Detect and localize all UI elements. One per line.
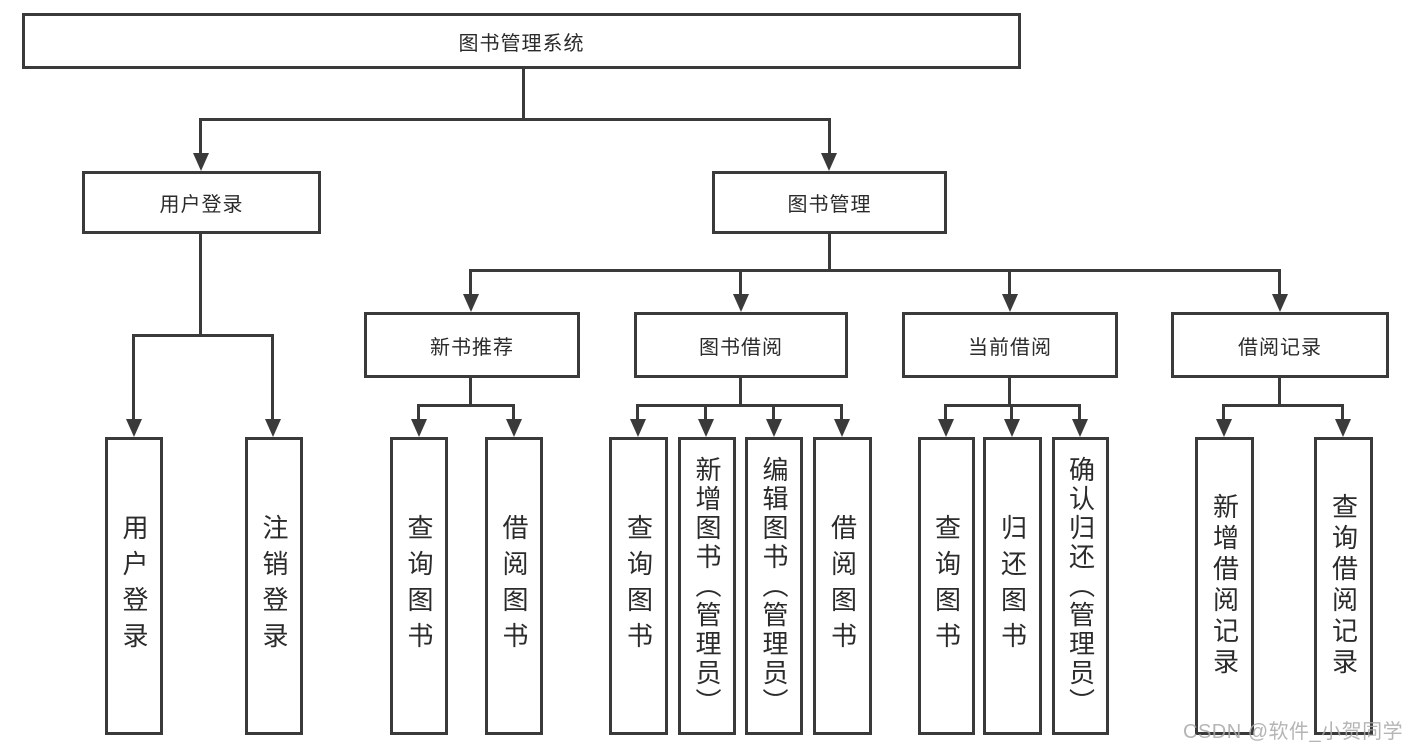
arrowhead xyxy=(1002,294,1018,312)
arrowhead xyxy=(821,153,837,171)
connector-line xyxy=(271,334,274,421)
connector-line xyxy=(1008,378,1011,407)
leaf-query-books-recommend: 查询图书 xyxy=(390,437,448,735)
arrowhead xyxy=(1004,419,1020,437)
node-label: 查询图书 xyxy=(404,514,434,658)
connector-line xyxy=(417,404,420,422)
node-label: 图书管理系统 xyxy=(458,32,585,55)
connector-line xyxy=(1341,404,1344,422)
arrowhead xyxy=(1072,419,1088,437)
node-label: 用户登录 xyxy=(159,194,244,216)
connector-line xyxy=(417,404,515,407)
node-root: 图书管理系统 xyxy=(22,13,1021,69)
connector-line xyxy=(636,404,843,407)
arrowhead xyxy=(766,419,782,437)
node-label: 借阅记录 xyxy=(1238,336,1322,359)
arrowhead xyxy=(265,419,281,437)
leaf-query-books-current: 查询图书 xyxy=(918,437,975,735)
node-label: 图书管理 xyxy=(787,194,872,216)
leaf-query-books-borrow: 查询图书 xyxy=(609,437,668,735)
node-label: 用户登录 xyxy=(119,514,149,658)
leaf-add-borrow-record: 新增借阅记录 xyxy=(1195,437,1254,735)
connector-line xyxy=(840,404,843,422)
node-book-management: 图书管理 xyxy=(712,171,947,234)
connector-line xyxy=(828,118,831,155)
arrowhead xyxy=(1272,294,1288,312)
leaf-return-book: 归还图书 xyxy=(983,437,1042,735)
node-label: 查询图书 xyxy=(931,514,962,658)
connector-line xyxy=(132,334,135,421)
connector-line xyxy=(132,334,274,337)
node-current-borrow: 当前借阅 xyxy=(902,312,1118,378)
connector-line xyxy=(1278,378,1281,407)
leaf-borrow-books: 借阅图书 xyxy=(813,437,872,735)
node-label: 确认归还（管理员） xyxy=(1065,455,1096,717)
leaf-borrow-books-recommend: 借阅图书 xyxy=(485,437,543,735)
node-label: 当前借阅 xyxy=(968,336,1052,359)
node-label: 新增借阅记录 xyxy=(1209,493,1240,679)
node-label: 查询借阅记录 xyxy=(1328,493,1359,679)
connector-line xyxy=(828,234,831,272)
node-book-borrow: 图书借阅 xyxy=(634,312,848,378)
connector-line xyxy=(739,378,742,407)
leaf-user-login: 用户登录 xyxy=(105,437,163,735)
node-label: 借阅图书 xyxy=(499,514,529,658)
node-user-login: 用户登录 xyxy=(82,171,321,234)
arrowhead xyxy=(938,419,954,437)
arrowhead xyxy=(733,294,749,312)
connector-line xyxy=(1222,404,1225,422)
connector-line xyxy=(512,404,515,422)
arrowhead xyxy=(834,419,850,437)
arrowhead xyxy=(411,419,427,437)
connector-line xyxy=(199,118,202,155)
node-label: 归还图书 xyxy=(997,514,1028,658)
node-borrow-records: 借阅记录 xyxy=(1171,312,1389,378)
arrowhead xyxy=(630,419,646,437)
connector-line xyxy=(469,269,1281,272)
connector-line xyxy=(199,234,202,336)
connector-line xyxy=(522,69,525,119)
node-label: 借阅图书 xyxy=(827,514,858,658)
connector-line xyxy=(772,404,775,422)
node-new-book-recommend: 新书推荐 xyxy=(364,312,580,378)
arrowhead xyxy=(1216,419,1232,437)
connector-line xyxy=(469,269,472,296)
leaf-confirm-return-admin: 确认归还（管理员） xyxy=(1052,437,1109,735)
connector-line xyxy=(1010,404,1013,422)
node-label: 查询图书 xyxy=(623,514,654,658)
connector-line xyxy=(469,378,472,407)
connector-line xyxy=(704,404,707,422)
leaf-add-book-admin: 新增图书（管理员） xyxy=(678,437,736,735)
connector-line xyxy=(199,118,830,121)
connector-line xyxy=(1008,269,1011,296)
connector-line xyxy=(944,404,947,422)
arrowhead xyxy=(193,153,209,171)
arrowhead xyxy=(126,419,142,437)
leaf-logout: 注销登录 xyxy=(245,437,303,735)
node-label: 新书推荐 xyxy=(430,336,514,359)
arrowhead xyxy=(463,294,479,312)
connector-line xyxy=(1222,404,1344,407)
connector-line xyxy=(1278,269,1281,296)
leaf-query-borrow-record: 查询借阅记录 xyxy=(1314,437,1373,735)
connector-line xyxy=(1078,404,1081,422)
node-label: 注销登录 xyxy=(259,514,289,658)
node-label: 编辑图书（管理员） xyxy=(759,455,789,717)
connector-line xyxy=(636,404,639,422)
node-label: 图书借阅 xyxy=(699,336,783,359)
arrowhead xyxy=(698,419,714,437)
leaf-edit-book-admin: 编辑图书（管理员） xyxy=(745,437,803,735)
csdn-watermark: CSDN @软件_小贺同学 xyxy=(1183,721,1404,743)
connector-line xyxy=(739,269,742,296)
arrowhead xyxy=(1335,419,1351,437)
node-label: 新增图书（管理员） xyxy=(692,455,722,717)
arrowhead xyxy=(506,419,522,437)
